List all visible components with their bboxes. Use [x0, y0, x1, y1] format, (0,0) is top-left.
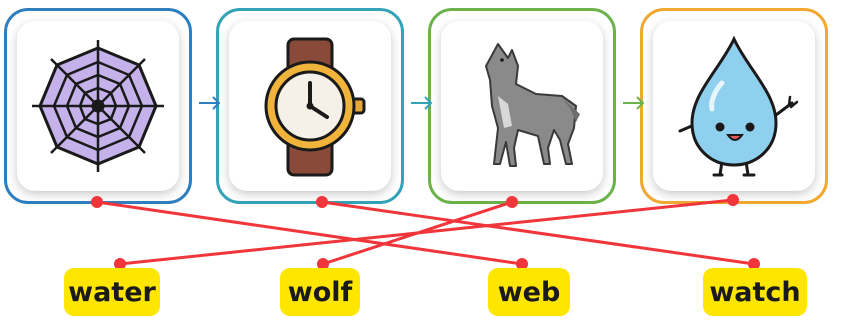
- picture-anchor-dot[interactable]: [316, 196, 328, 208]
- picture-frame: [653, 21, 815, 191]
- howling-wolf-icon: [485, 43, 580, 167]
- word-label: web: [497, 276, 561, 308]
- water-drop-character-icon: [678, 35, 799, 177]
- picture-card-watch[interactable]: [216, 8, 404, 204]
- picture-anchor-dot[interactable]: [506, 196, 518, 208]
- picture-card-web[interactable]: [4, 8, 192, 204]
- word-tag-watch[interactable]: watch: [703, 268, 807, 316]
- spider-web-icon: [32, 40, 164, 172]
- arrow-right-icon: [623, 96, 645, 110]
- word-anchor-dot[interactable]: [748, 258, 760, 270]
- picture-frame: [229, 21, 391, 191]
- word-tag-water[interactable]: water: [64, 268, 160, 316]
- word-label: water: [68, 276, 156, 308]
- wristwatch-icon: [264, 37, 366, 177]
- word-anchor-dot[interactable]: [114, 258, 126, 270]
- picture-card-wolf[interactable]: [428, 8, 616, 204]
- picture-frame: [17, 21, 179, 191]
- word-label: wolf: [287, 276, 353, 308]
- picture-card-water[interactable]: [640, 8, 828, 204]
- match-line: [96, 200, 523, 266]
- word-anchor-dot[interactable]: [516, 258, 528, 270]
- match-line: [119, 198, 734, 266]
- arrow-right-icon: [411, 96, 433, 110]
- arrow-right-icon: [199, 96, 221, 110]
- match-line: [321, 200, 755, 266]
- word-label: watch: [709, 276, 801, 308]
- word-anchor-dot[interactable]: [317, 258, 329, 270]
- picture-anchor-dot[interactable]: [91, 196, 103, 208]
- word-tag-web[interactable]: web: [488, 268, 570, 316]
- word-tag-wolf[interactable]: wolf: [280, 268, 360, 316]
- picture-frame: [441, 21, 603, 191]
- picture-anchor-dot[interactable]: [727, 194, 739, 206]
